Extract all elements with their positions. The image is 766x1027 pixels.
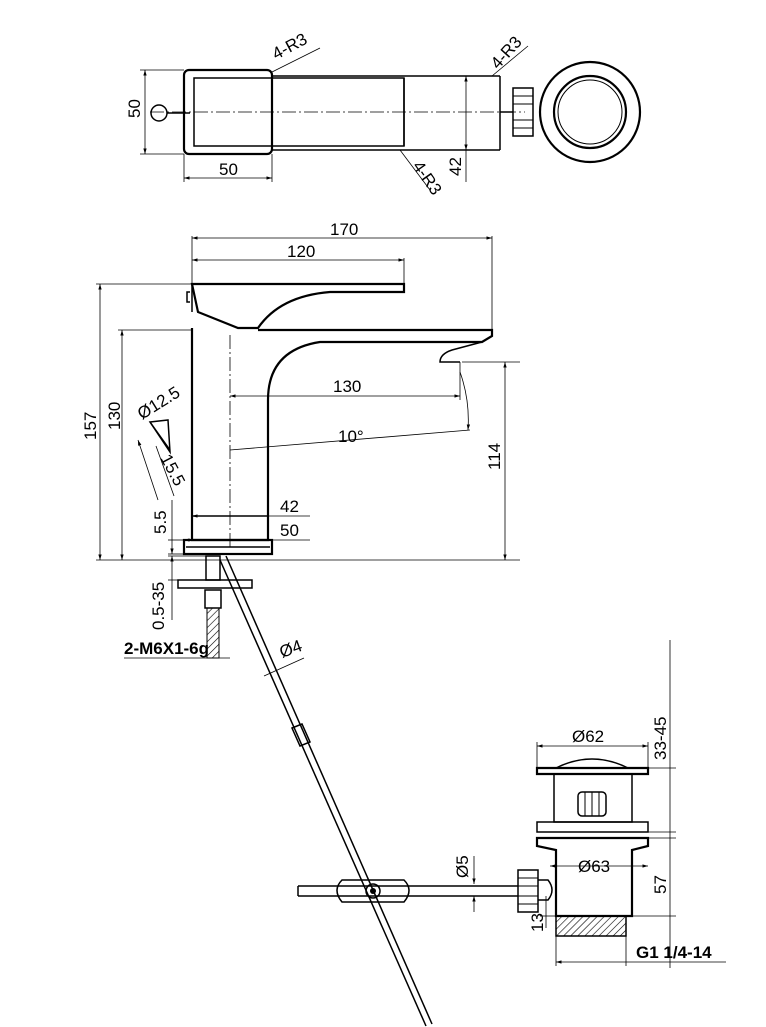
spout-height-label: 114: [485, 443, 504, 470]
body-diameter-label: Ø63: [578, 857, 610, 876]
radius-label-3: 4-R3: [409, 157, 446, 198]
lift-range-label: 33-45: [651, 717, 670, 760]
base-width-label: 50: [280, 521, 299, 540]
wire-size-label: Ø4: [277, 636, 305, 662]
waste-cap: [535, 766, 650, 776]
radius-label-1: 4-R3: [269, 29, 310, 63]
overall-length-label: 170: [330, 220, 358, 239]
thread-offset-label: 13: [528, 913, 547, 932]
pull-rod-nut: [512, 87, 534, 137]
spout-reach-label: 130: [333, 377, 361, 396]
pull-rod-diameter-label: Ø12.5: [134, 383, 183, 424]
pull-rod-knob: [150, 104, 168, 122]
side-view: 170 120 157 130 114 130: [81, 220, 520, 1027]
deck-thickness-label: 0.5-35: [149, 582, 168, 630]
rod-clip: [336, 879, 410, 903]
base-thickness-label: 5.5: [151, 510, 170, 534]
waste-body-height-label: 57: [651, 875, 670, 894]
handle-length-label: 120: [287, 242, 315, 261]
lever-handle: [190, 282, 406, 330]
mounting-plate: [177, 579, 253, 589]
top-view: 50 50 42 4-R3 4-R3 4-R3: [125, 29, 642, 198]
top-depth-label: 42: [446, 157, 465, 176]
waste-body: [535, 836, 650, 918]
stud-thread-label: 2-M6X1-6g: [124, 639, 209, 658]
cap-diameter-label: Ø62: [572, 727, 604, 746]
body-height-label: 130: [105, 402, 124, 430]
pull-wire: [225, 555, 433, 1025]
top-width-label: 50: [219, 160, 238, 179]
waste-ring-top: [538, 60, 642, 164]
pull-rod-offset-label: 15.5: [156, 451, 188, 489]
tap-body: [190, 328, 494, 542]
overall-height-label: 157: [81, 412, 100, 440]
thread-label: G1 1/4-14: [636, 943, 712, 962]
waste-thread: [555, 915, 627, 937]
rod-diameter-label: Ø5: [453, 855, 472, 878]
body-width-label: 42: [280, 497, 299, 516]
waste-view: Ø62 33-45 Ø63 G1 1/4-14 57 Ø5: [297, 640, 726, 968]
spout-angle-label: 10°: [338, 427, 364, 446]
lift-rod-nut: [517, 869, 539, 913]
top-height-label: 50: [125, 99, 144, 118]
